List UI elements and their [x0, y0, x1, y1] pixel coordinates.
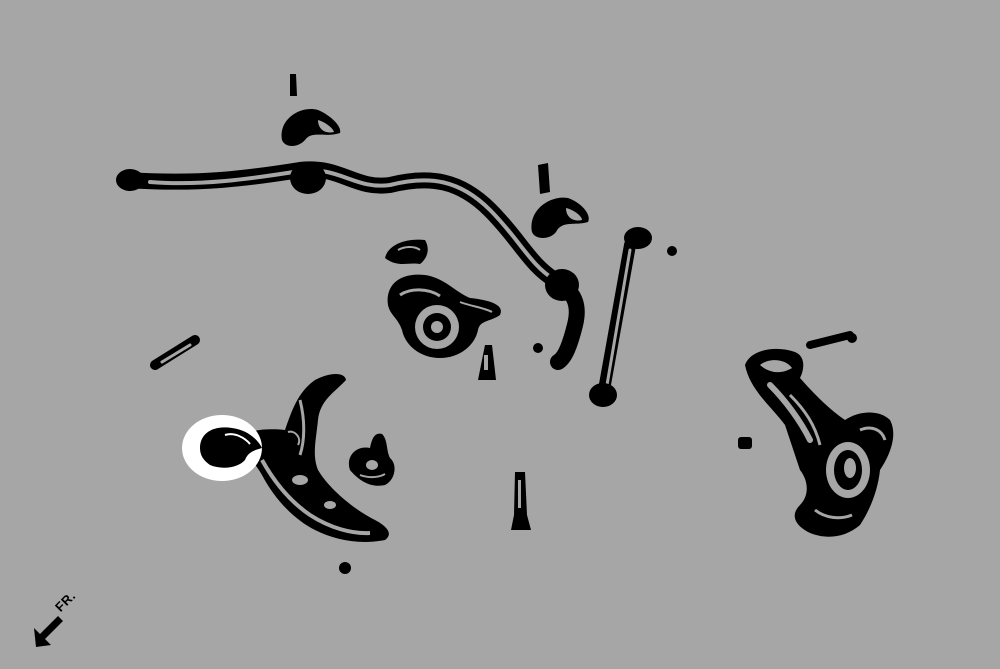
- bolt-center: [478, 343, 543, 380]
- stabilizer-link: [589, 227, 677, 407]
- stabilizer-bracket-right: [531, 163, 589, 238]
- steering-knuckle: [745, 331, 894, 537]
- stabilizer-bracket-upper: [281, 74, 341, 146]
- nut-small-right: [738, 437, 752, 449]
- bracket-cap: [385, 239, 428, 264]
- nut-small-bottom: [339, 562, 351, 574]
- lower-arm-front-bushing-highlight: [182, 415, 262, 481]
- bolt-bottom: [511, 472, 531, 530]
- lower-arm-rear-bushing: [387, 274, 501, 358]
- lower-arm: [238, 374, 389, 542]
- arrow-down-left-icon: [34, 616, 63, 647]
- ball-joint: [348, 433, 395, 486]
- stabilizer-bar: [116, 161, 585, 370]
- pin-left: [150, 335, 200, 370]
